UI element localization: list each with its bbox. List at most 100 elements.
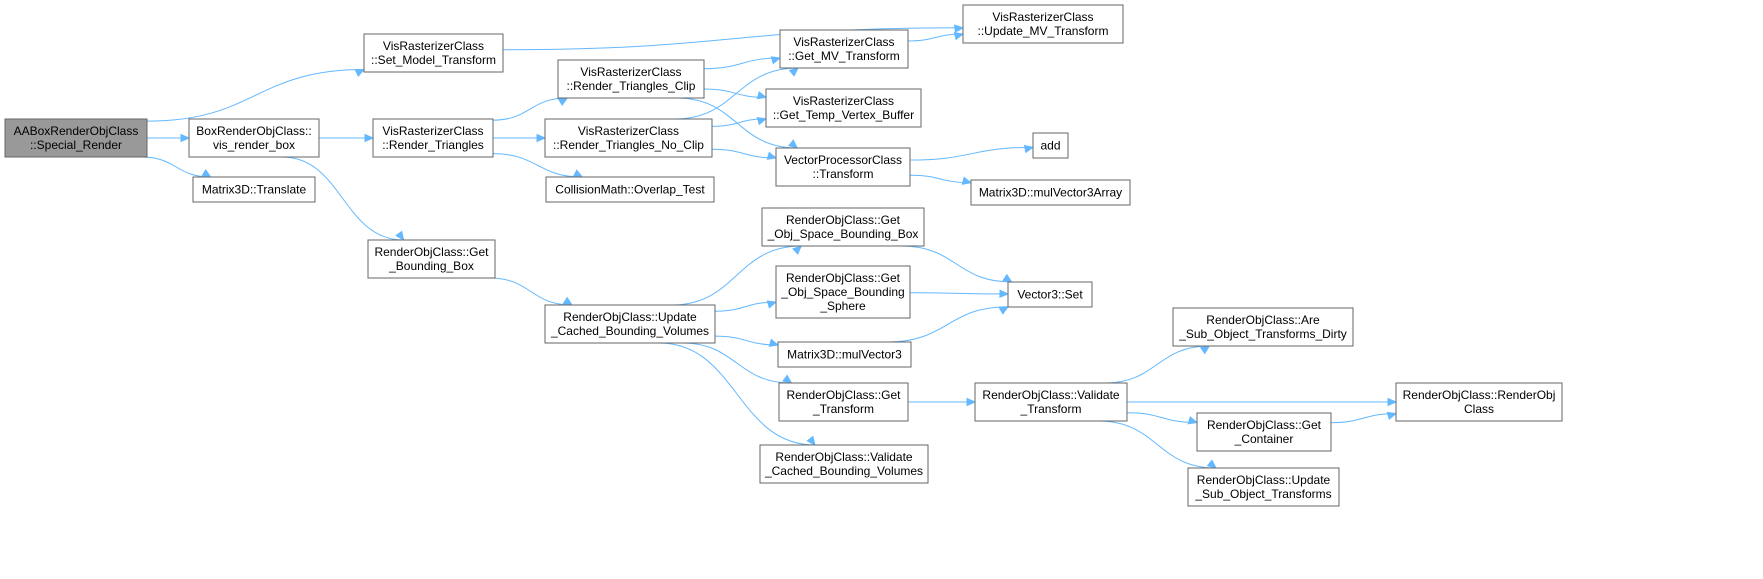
node-label-tempvb-0: VisRasterizerClass (793, 94, 894, 108)
node-gettransform[interactable]: RenderObjClass::Get_Transform (778, 382, 909, 422)
arrowhead-boxrender-to-getbbox (395, 230, 405, 242)
arrowhead-getbbox-to-updcached (562, 296, 574, 306)
edge-valtransform-to-updsub (1098, 420, 1217, 469)
arrowhead-setmodel-to-updatemv (954, 24, 965, 33)
node-label-objbox-0: RenderObjClass::Get (786, 213, 901, 227)
node-box-getmv[interactable] (779, 29, 909, 69)
node-box-aabox[interactable] (4, 118, 148, 158)
arrowhead-aabox-to-setmodel (354, 68, 366, 78)
node-objsphere[interactable]: RenderObjClass::Get_Obj_Space_Bounding_S… (775, 265, 911, 319)
node-label-boxrender-1: vis_render_box (213, 138, 295, 152)
edge-valtransform-to-subdirty (1104, 345, 1210, 384)
arrowhead-trinoclip-to-vptransform (766, 151, 778, 160)
node-label-triclip-0: VisRasterizerClass (580, 65, 681, 79)
node-label-updsub-1: _Sub_Object_Transforms (1194, 487, 1331, 501)
node-renderobj[interactable]: RenderObjClass::RenderObjClass (1395, 382, 1563, 422)
node-setmodel[interactable]: VisRasterizerClass::Set_Model_Transform (363, 33, 504, 73)
node-box-triclip[interactable] (557, 59, 705, 99)
node-triclip[interactable]: VisRasterizerClass::Render_Triangles_Cli… (557, 59, 705, 99)
node-getmv[interactable]: VisRasterizerClass::Get_MV_Transform (779, 29, 909, 69)
node-boxrender[interactable]: BoxRenderObjClass::vis_render_box (188, 118, 320, 158)
edge-triclip-to-getmv (703, 57, 781, 70)
node-vptransform[interactable]: VectorProcessorClass::Transform (775, 147, 911, 187)
edge-valtransform-to-container (1126, 412, 1198, 424)
node-box-subdirty[interactable] (1172, 307, 1354, 347)
node-box-trinoclip[interactable] (544, 118, 713, 158)
node-label-vptransform-1: ::Transform (813, 167, 874, 181)
node-label-mulv3-0: Matrix3D::mulVector3 (787, 348, 902, 362)
node-box-updatemv[interactable] (962, 4, 1124, 44)
edge-rendertri-to-overlap (492, 153, 583, 178)
node-box-updsub[interactable] (1187, 467, 1340, 507)
node-label-v3set-0: Vector3::Set (1017, 288, 1083, 302)
arrowhead-updcached-to-mulv3 (768, 338, 780, 347)
edge-updcached-to-mulv3 (714, 335, 779, 346)
node-label-gettransform-0: RenderObjClass::Get (786, 388, 901, 402)
node-box-tempvb[interactable] (765, 88, 922, 128)
arrowhead-rendertri-to-overlap (572, 169, 584, 178)
node-box-objbox[interactable] (761, 207, 925, 247)
arrowhead-rendertri-to-triclip (557, 97, 569, 107)
node-box-add[interactable] (1032, 132, 1069, 159)
node-rendertri[interactable]: VisRasterizerClass::Render_Triangles (372, 118, 494, 158)
node-box-mulv3arr[interactable] (970, 179, 1131, 206)
arrowhead-getmv-to-updatemv (953, 31, 965, 41)
node-valcached[interactable]: RenderObjClass::Validate_Cached_Bounding… (759, 444, 929, 484)
node-label-aabox-0: AABoxRenderObjClass (14, 124, 139, 138)
node-container[interactable]: RenderObjClass::Get_Container (1196, 412, 1332, 452)
node-trinoclip[interactable]: VisRasterizerClass::Render_Triangles_No_… (544, 118, 713, 158)
node-label-valcached-0: RenderObjClass::Validate (775, 450, 913, 464)
node-box-translate[interactable] (192, 176, 316, 203)
arrowhead-boxrender-to-rendertri (364, 133, 375, 143)
node-box-valcached[interactable] (759, 444, 929, 484)
node-box-setmodel[interactable] (363, 33, 504, 73)
node-label-setmodel-0: VisRasterizerClass (383, 39, 484, 53)
arrowhead-trinoclip-to-tempvb (756, 116, 768, 126)
node-label-updatemv-0: VisRasterizerClass (992, 10, 1093, 24)
node-mulv3[interactable]: Matrix3D::mulVector3 (777, 341, 912, 368)
node-label-container-1: _Container (1234, 432, 1294, 446)
node-label-updatemv-1: ::Update_MV_Transform (978, 24, 1109, 38)
edge-vptransform-to-add (909, 146, 1034, 161)
node-updcached[interactable]: RenderObjClass::Update_Cached_Bounding_V… (544, 304, 716, 344)
node-add[interactable]: add (1032, 132, 1069, 159)
node-label-container-0: RenderObjClass::Get (1207, 418, 1322, 432)
node-box-renderobj[interactable] (1395, 382, 1563, 422)
node-box-v3set[interactable] (1007, 281, 1093, 308)
edge-getbbox-to-updcached (489, 277, 572, 306)
arrowhead-vptransform-to-mulv3arr (961, 176, 973, 185)
node-box-container[interactable] (1196, 412, 1332, 452)
node-box-overlap[interactable] (545, 176, 715, 203)
edge-objbox-to-v3set (901, 245, 1012, 283)
node-translate[interactable]: Matrix3D::Translate (192, 176, 316, 203)
node-label-triclip-1: ::Render_Triangles_Clip (567, 79, 696, 93)
node-label-getbbox-0: RenderObjClass::Get (374, 245, 489, 259)
node-label-overlap-0: CollisionMath::Overlap_Test (555, 183, 705, 197)
node-overlap[interactable]: CollisionMath::Overlap_Test (545, 176, 715, 203)
node-box-updcached[interactable] (544, 304, 716, 344)
node-box-valtransform[interactable] (974, 382, 1128, 422)
node-subdirty[interactable]: RenderObjClass::Are_Sub_Object_Transform… (1172, 307, 1354, 347)
node-tempvb[interactable]: VisRasterizerClass::Get_Temp_Vertex_Buff… (765, 88, 922, 128)
node-objbox[interactable]: RenderObjClass::Get_Obj_Space_Bounding_B… (761, 207, 925, 247)
node-getbbox[interactable]: RenderObjClass::Get_Bounding_Box (367, 239, 496, 279)
arrowhead-updcached-to-objsphere (766, 300, 778, 309)
node-mulv3arr[interactable]: Matrix3D::mulVector3Array (970, 179, 1131, 206)
edge-updcached-to-objbox (671, 245, 802, 306)
node-box-boxrender[interactable] (188, 118, 320, 158)
node-box-objsphere[interactable] (775, 265, 911, 319)
node-v3set[interactable]: Vector3::Set (1007, 281, 1093, 308)
node-label-mulv3arr-0: Matrix3D::mulVector3Array (979, 186, 1122, 200)
node-aabox[interactable]: AABoxRenderObjClass::Special_Render (4, 118, 148, 158)
node-updsub[interactable]: RenderObjClass::Update_Sub_Object_Transf… (1187, 467, 1340, 507)
node-box-rendertri[interactable] (372, 118, 494, 158)
node-box-getbbox[interactable] (367, 239, 496, 279)
node-box-gettransform[interactable] (778, 382, 909, 422)
node-box-mulv3[interactable] (777, 341, 912, 368)
arrowhead-mulv3-to-v3set (998, 306, 1010, 315)
node-valtransform[interactable]: RenderObjClass::Validate_Transform (974, 382, 1128, 422)
node-label-objsphere-1: _Obj_Space_Bounding (780, 285, 904, 299)
node-box-vptransform[interactable] (775, 147, 911, 187)
node-updatemv[interactable]: VisRasterizerClass::Update_MV_Transform (962, 4, 1124, 44)
